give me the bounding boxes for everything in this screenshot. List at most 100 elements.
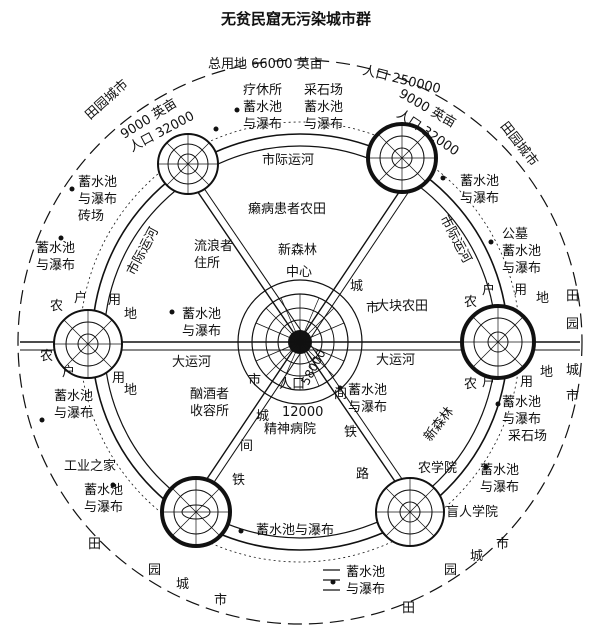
garden-br-4: 市: [496, 536, 509, 552]
reservoir-legend-1: 蓄水池: [346, 565, 385, 580]
vagrant-2: 住所: [194, 256, 220, 271]
inebriate-2: 收容所: [190, 403, 229, 419]
new-forest-diag: 新森林: [421, 404, 458, 445]
satellite-city-bottom-left: [160, 476, 232, 548]
sanatorium-3: 与瀑布: [243, 117, 282, 132]
big-farm: 大块农田: [376, 299, 428, 314]
garden-bl-4: 市: [214, 592, 227, 608]
reservoir-r2-1: 蓄水池: [502, 395, 541, 410]
farm-left2-1: 农: [40, 349, 53, 364]
reservoir-tr-2: 与瀑布: [460, 191, 499, 206]
reservoir-l2-1: 蓄水池: [54, 389, 93, 404]
garden-bl-2: 园: [148, 563, 161, 578]
farm-left-3: 用: [108, 293, 121, 308]
satellite-city-top-right: [366, 122, 438, 194]
farm-right2-1: 农: [464, 377, 477, 392]
satellite-city-right: [460, 304, 536, 380]
central-city: [237, 279, 363, 405]
satellite-city-bottom-right: [375, 477, 445, 547]
reservoir-r3-2: 与瀑布: [480, 480, 519, 495]
brick-2: 与瀑布: [78, 192, 117, 207]
rail2-2: 市: [248, 372, 261, 388]
work-home: 工业之家: [64, 458, 116, 474]
satellite-city-top-left: [157, 133, 219, 195]
garden-city-top-left: 田园城市: [82, 76, 131, 123]
agri-college: 农学院: [418, 460, 457, 476]
quarry-right: 采石场: [508, 429, 547, 444]
rail2-3: 间: [240, 439, 253, 454]
reservoir-symbol-bottom: [323, 569, 340, 591]
asylum-2: 精神病院: [264, 422, 316, 437]
rail-2: 市: [366, 300, 379, 316]
quarry-top-1: 采石场: [304, 83, 343, 98]
rail-4: 铁: [344, 425, 357, 440]
canal-left-label: 市际运河: [123, 224, 162, 277]
garden-br-2: 园: [444, 563, 457, 578]
quarry-top-2: 蓄水池: [304, 100, 343, 115]
asylum-1: 12000: [282, 405, 323, 420]
garden-right-4: 市: [566, 388, 579, 404]
sanatorium-1: 疗休所: [243, 83, 282, 98]
garden-city-top-right: 田园城市: [497, 119, 542, 170]
farm-left2-4: 地: [124, 383, 137, 398]
reservoir-c-1: 蓄水池: [182, 307, 221, 322]
canal-top-label: 市际运河: [262, 152, 314, 168]
new-forest: 新森林: [278, 242, 317, 258]
satellite-city-left: [53, 309, 123, 379]
reservoir-bl-2: 与瀑布: [84, 500, 123, 515]
garden-bl-3: 城: [176, 577, 189, 592]
reservoir-bottom: 蓄水池与瀑布: [256, 523, 334, 538]
rail-1: 城: [350, 279, 363, 294]
garden-br-3: 城: [470, 549, 483, 564]
farm-right-2: 户: [482, 282, 495, 298]
reservoir-tr-1: 蓄水池: [460, 174, 499, 189]
farm-right-3: 用: [514, 283, 527, 298]
reservoir-left-1: 蓄水池: [36, 241, 75, 256]
rail2-1: 城: [256, 409, 269, 424]
reservoir-l2-2: 与瀑布: [54, 406, 93, 421]
brick-1: 蓄水池: [78, 175, 117, 190]
outer-boundary: [17, 59, 583, 625]
reservoir-c-2: 与瀑布: [182, 324, 221, 339]
cemetery-1: 公墓: [502, 227, 528, 242]
reservoir-legend-2: 与瀑布: [346, 582, 385, 597]
marker-dots: [39, 107, 501, 585]
reservoir-bl-1: 蓄水池: [84, 483, 123, 498]
farm-right2-2: 户: [482, 374, 495, 390]
cemetery-3: 与瀑布: [502, 261, 541, 276]
reservoir-r3-1: 蓄水池: [480, 463, 519, 478]
center-label: 中心: [286, 265, 312, 280]
reservoir-r2-2: 与瀑布: [502, 412, 541, 427]
garden-right-3: 城: [566, 363, 579, 378]
garden-br-1: 田: [402, 601, 415, 616]
farm-left-4: 地: [124, 307, 137, 322]
rail-3: 间: [334, 387, 347, 402]
farm-right2-3: 用: [520, 375, 533, 390]
farm-left2-2: 户: [62, 364, 75, 380]
sanatorium-2: 蓄水池: [243, 100, 282, 115]
big-canal-right: 大运河: [376, 353, 415, 368]
quarry-top-3: 与瀑布: [304, 117, 343, 132]
blind-school: 盲人学院: [446, 504, 498, 520]
farm-right-4: 地: [536, 291, 549, 306]
garden-bl-1: 田: [88, 537, 101, 552]
vagrant-1: 流浪者: [194, 239, 233, 254]
reservoir-left-2: 与瀑布: [36, 258, 75, 273]
farm-left-1: 农: [50, 299, 63, 314]
farm-right2-4: 地: [540, 365, 553, 380]
big-canal-left: 大运河: [172, 355, 211, 370]
garden-right-1: 田: [566, 289, 579, 304]
cemetery-2: 蓄水池: [502, 244, 541, 259]
farm-right-1: 农: [464, 295, 477, 310]
rail-5: 路: [356, 466, 369, 482]
diagram-title: 无贫民窟无污染城市群: [220, 10, 371, 28]
total-area-label: 总用地 66000 英亩: [208, 56, 323, 72]
leper-farm: 癞病患者农田: [248, 201, 326, 217]
brick-3: 砖场: [78, 209, 104, 224]
rail2-4: 铁: [232, 473, 245, 488]
reservoir-cr-2: 与瀑布: [348, 400, 387, 415]
inebriate-1: 酗酒者: [190, 387, 229, 402]
garden-right-2: 园: [566, 317, 579, 332]
